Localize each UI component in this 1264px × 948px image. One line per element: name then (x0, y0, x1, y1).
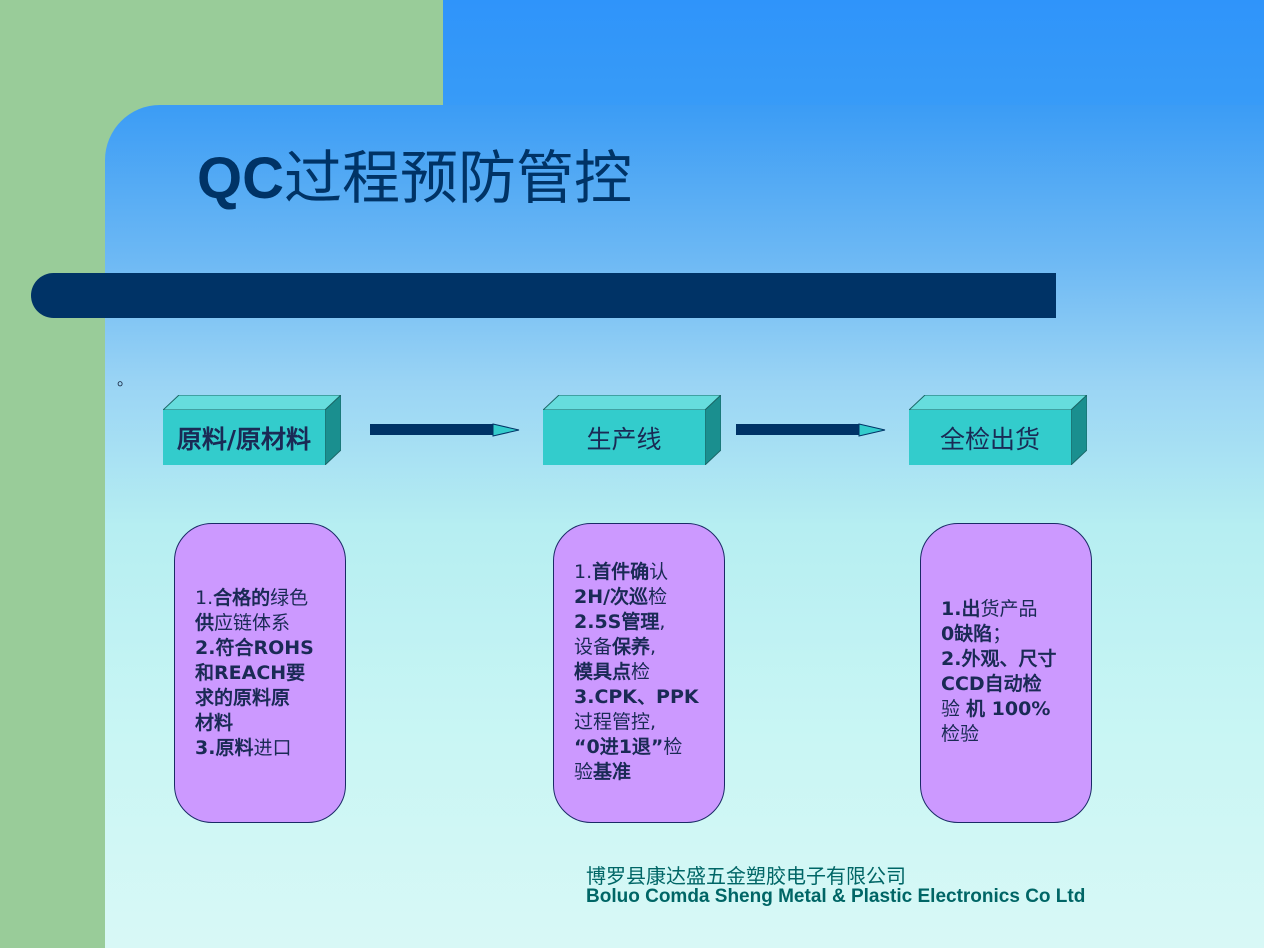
box-3d-shape (163, 395, 341, 465)
card-line: 1.合格的绿色 (195, 587, 309, 609)
card-line: 和REACH要 (195, 662, 306, 684)
box-3d-shape (543, 395, 721, 465)
arrow-right-icon (370, 423, 520, 437)
card-production-line: 1.首件确认 2H/次巡检 2.5S管理, 设备保养, 模具点检 3.CPK、P… (553, 523, 725, 823)
card-content: 1.出货产品 0缺陷； 2.外观、尺寸 CCD自动检 验 机 100% 检验 (941, 597, 1079, 747)
stage-label: 原料/原材料 (176, 424, 312, 454)
card-content: 1.合格的绿色 供应链体系 2.符合ROHS 和REACH要 求的原料原 材料 … (195, 586, 333, 761)
card-line: 3.CPK、PPK (574, 686, 699, 708)
slide-title: QC过程预防管控 (197, 138, 632, 219)
card-line: 过程管控, (574, 711, 657, 733)
card-line: 供应链体系 (195, 612, 291, 634)
card-line: 2.符合ROHS (195, 637, 314, 659)
card-line: 2.外观、尺寸 (941, 648, 1057, 670)
card-content: 1.首件确认 2H/次巡检 2.5S管理, 设备保养, 模具点检 3.CPK、P… (574, 560, 712, 785)
card-line: 模具点检 (574, 661, 651, 683)
arrow-right-icon (736, 423, 886, 437)
card-line: 0缺陷； (941, 623, 1012, 645)
note-mark: 。 (117, 370, 134, 389)
card-line: 2H/次巡检 (574, 586, 668, 608)
card-line: 检验 (941, 723, 980, 745)
title-underline-bar (31, 273, 1056, 318)
card-line: 2.5S管理, (574, 611, 666, 633)
card-line: 求的原料原 (195, 687, 291, 709)
card-line: 材料 (195, 712, 234, 734)
card-raw-material: 1.合格的绿色 供应链体系 2.符合ROHS 和REACH要 求的原料原 材料 … (174, 523, 346, 823)
card-line: 1.出货产品 (941, 598, 1038, 620)
stage-label: 全检出货 (939, 424, 1040, 454)
card-line: “0进1退”检 (574, 736, 683, 758)
stage-box-full-inspection: 全检出货 (909, 395, 1087, 465)
stage-label: 生产线 (586, 424, 662, 454)
box-3d-shape (909, 395, 1087, 465)
company-name-cn: 博罗县康达盛五金塑胶电子有限公司 (586, 864, 906, 888)
card-line: CCD自动检 (941, 673, 1042, 695)
card-line: 验 机 100% (941, 698, 1051, 720)
card-line: 1.首件确认 (574, 561, 669, 583)
card-full-inspection: 1.出货产品 0缺陷； 2.外观、尺寸 CCD自动检 验 机 100% 检验 (920, 523, 1092, 823)
stage-box-production-line: 生产线 (543, 395, 721, 465)
card-line: 验基准 (574, 761, 632, 783)
card-line: 设备保养, (574, 636, 657, 658)
card-line: 3.原料进口 (195, 737, 292, 759)
title-qc: QC (197, 146, 284, 211)
stage-box-raw-material: 原料/原材料 (163, 395, 341, 465)
company-name-en: Boluo Comda Sheng Metal & Plastic Electr… (586, 886, 1086, 907)
title-rest: 过程预防管控 (284, 144, 633, 212)
